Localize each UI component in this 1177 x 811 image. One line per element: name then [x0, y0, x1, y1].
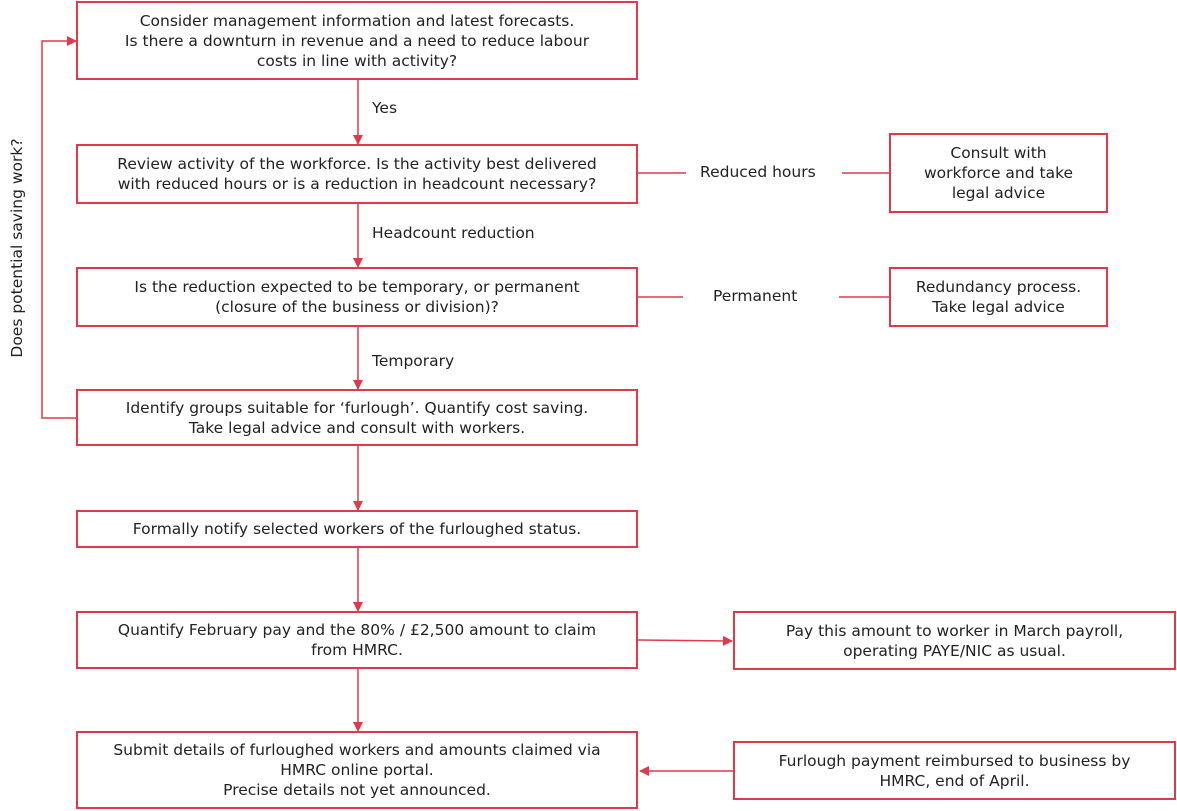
label-headcount-reduction: Headcount reduction: [372, 224, 535, 242]
step-quantify-pay: Quantify February pay and the 80% / £2,5…: [76, 611, 638, 669]
step-consider-forecasts: Consider management information and late…: [76, 1, 638, 80]
step-review-workforce-text: Review activity of the workforce. Is the…: [117, 155, 597, 193]
loop-line: [41, 36, 77, 419]
box-consult-workforce-text: Consult with workforce and take legal ad…: [923, 144, 1074, 202]
box-redundancy-process: Redundancy process. Take legal advice: [889, 267, 1108, 327]
step-notify-workers: Formally notify selected workers of the …: [76, 510, 638, 548]
box-reimbursed: Furlough payment reimbursed to business …: [733, 741, 1176, 800]
step-identify-groups-text: Identify groups suitable for ‘furlough’.…: [125, 398, 589, 437]
step-identify-groups: Identify groups suitable for ‘furlough’.…: [76, 389, 638, 446]
box-pay-worker-text: Pay this amount to worker in March payro…: [785, 621, 1124, 660]
step-submit-details: Submit details of furloughed workers and…: [76, 731, 638, 809]
box-consult-workforce: Consult with workforce and take legal ad…: [889, 133, 1108, 213]
box-redundancy-process-text: Redundancy process. Take legal advice: [915, 278, 1082, 316]
label-permanent: Permanent: [713, 287, 798, 305]
label-loop-question: Does potential saving work?: [8, 138, 26, 358]
step-submit-details-text: Submit details of furloughed workers and…: [113, 741, 601, 799]
step-consider-forecasts-text: Consider management information and late…: [124, 11, 590, 70]
box-reimbursed-text: Furlough payment reimbursed to business …: [778, 751, 1131, 790]
label-temporary: Temporary: [372, 352, 455, 370]
arrow-step6-to-pay: [637, 635, 733, 646]
step-quantify-pay-text: Quantify February pay and the 80% / £2,5…: [117, 621, 597, 659]
step-reduction-type-text: Is the reduction expected to be temporar…: [134, 278, 580, 316]
box-pay-worker: Pay this amount to worker in March payro…: [733, 611, 1176, 670]
step-notify-workers-text: Formally notify selected workers of the …: [132, 520, 582, 538]
label-yes: Yes: [372, 99, 398, 117]
label-reduced-hours: Reduced hours: [700, 163, 816, 181]
step-reduction-type: Is the reduction expected to be temporar…: [76, 267, 638, 327]
step-review-workforce: Review activity of the workforce. Is the…: [76, 144, 638, 204]
